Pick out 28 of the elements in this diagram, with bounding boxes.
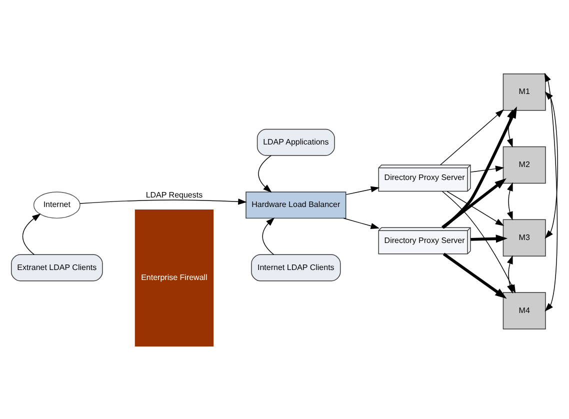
node-ellipse: Internet	[33, 191, 80, 218]
node-box: Extranet LDAP Clients	[11, 254, 103, 281]
arrow	[446, 190, 504, 226]
arrow	[470, 234, 508, 242]
arrow	[544, 72, 558, 312]
arrow	[343, 217, 380, 228]
edge-label: LDAP Requests	[146, 190, 203, 200]
node-box: M3	[502, 218, 546, 256]
arrow	[262, 216, 275, 254]
arrow	[507, 254, 513, 294]
arrow	[346, 186, 380, 194]
node-box: M2	[502, 146, 546, 184]
arrow	[80, 198, 247, 204]
node-box: Hardware Load Balancer	[246, 191, 346, 218]
arrow	[506, 108, 513, 148]
arrow	[258, 154, 272, 192]
arrow	[442, 178, 506, 228]
node-box: M1	[502, 73, 546, 110]
arrow	[442, 252, 507, 298]
arrow	[544, 90, 558, 238]
node-box: LDAP Applications	[256, 128, 335, 156]
node-box: Internet LDAP Clients	[251, 254, 341, 281]
arrow	[470, 165, 504, 172]
arrow	[440, 108, 504, 165]
arrow	[22, 213, 41, 254]
node-box: M4	[502, 292, 546, 329]
arrow	[506, 182, 513, 220]
node-box: Enterprise Firewall	[134, 208, 214, 346]
